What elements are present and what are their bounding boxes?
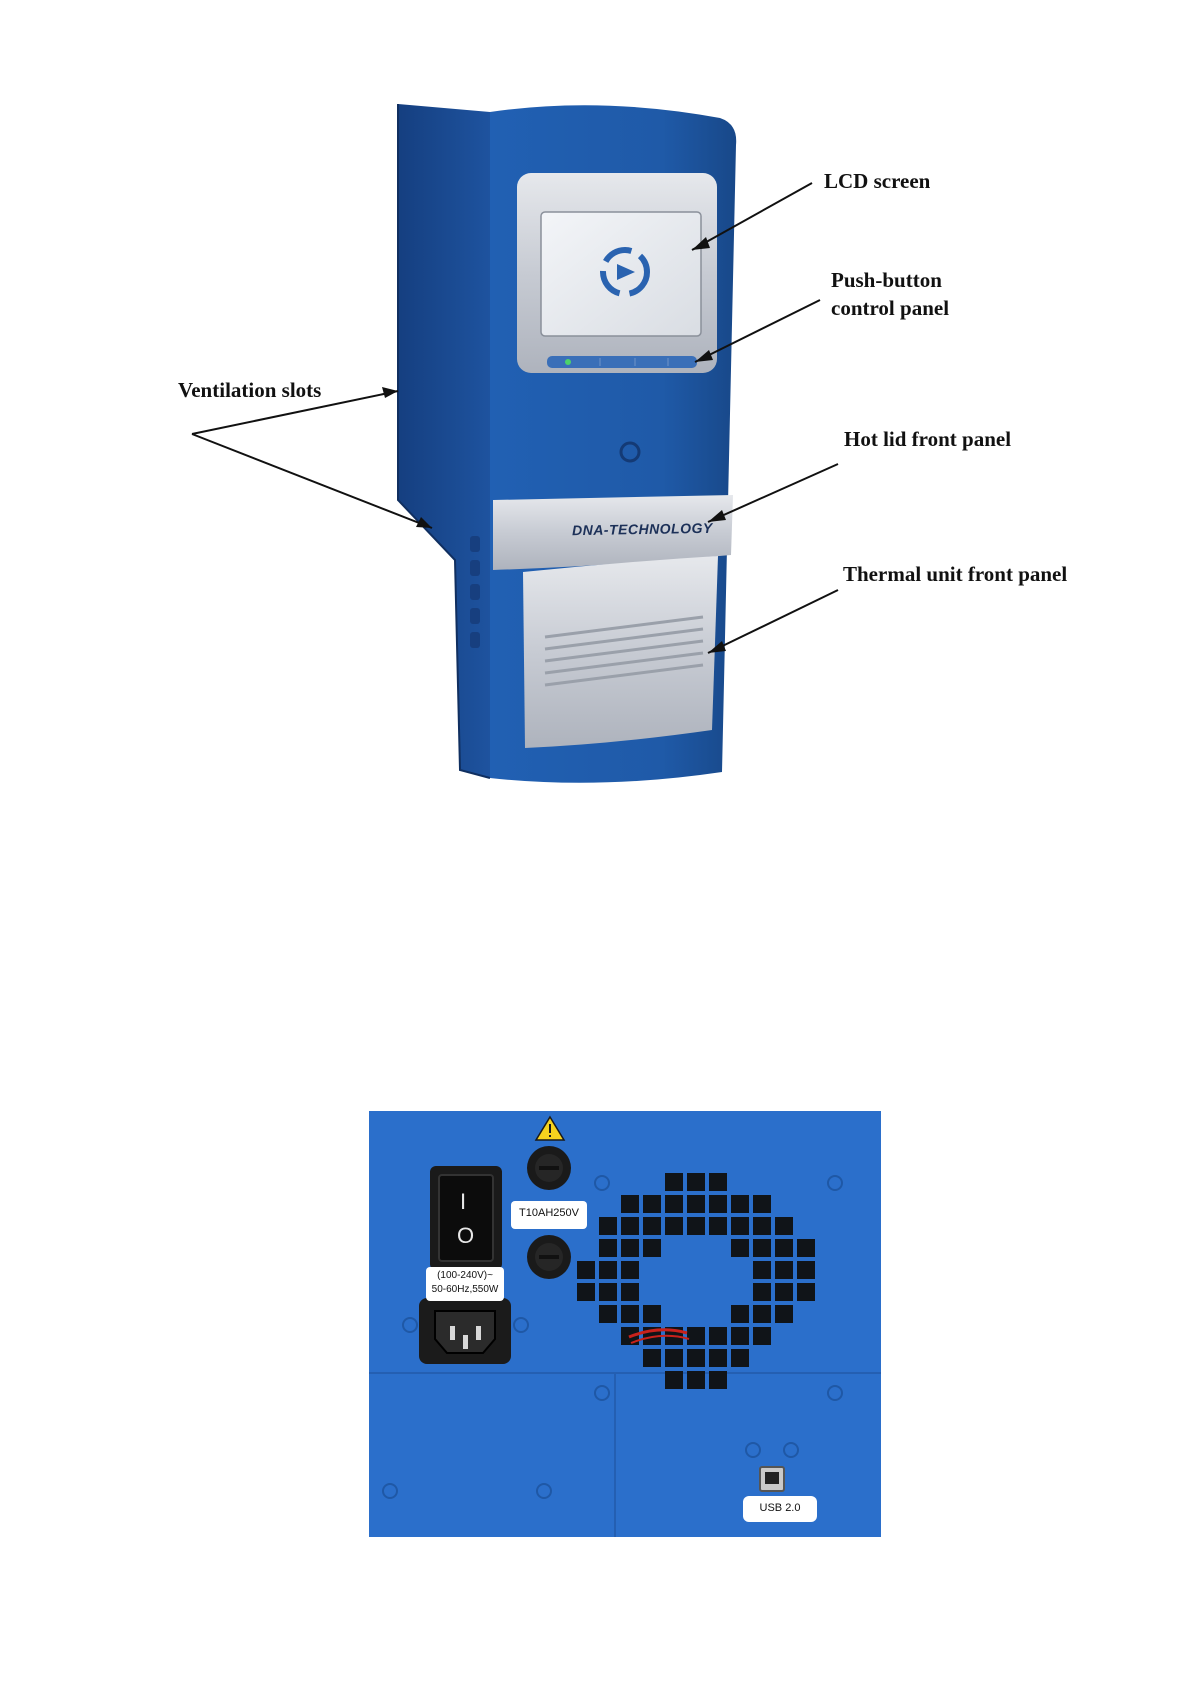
label-ventilation-slots: Ventilation slots bbox=[178, 376, 321, 404]
fuse-rating-label: T10AH250V bbox=[511, 1207, 587, 1219]
fan-grille-icon bbox=[577, 1173, 815, 1389]
label-push-button-line1: Push-button bbox=[831, 266, 942, 294]
device-side-wall bbox=[398, 104, 490, 778]
fuse-holder-top bbox=[527, 1146, 571, 1190]
power-rating-line1: (100-240V)~ bbox=[426, 1270, 504, 1281]
label-push-button-line2: control panel bbox=[831, 294, 949, 322]
brand-logo: DNA-TECHNOLOGY bbox=[572, 520, 713, 538]
rear-panel-art bbox=[369, 1111, 881, 1537]
usb-label: USB 2.0 bbox=[743, 1502, 817, 1514]
label-thermal-unit: Thermal unit front panel bbox=[843, 560, 1067, 588]
power-rating-line2: 50-60Hz,550W bbox=[426, 1284, 504, 1295]
switch-on-mark: I bbox=[460, 1189, 466, 1215]
label-lcd-screen: LCD screen bbox=[824, 167, 930, 195]
fuse-holder-bottom bbox=[527, 1235, 571, 1279]
warning-icon bbox=[536, 1117, 564, 1140]
switch-off-mark: O bbox=[457, 1223, 474, 1249]
usb-port-icon bbox=[760, 1467, 784, 1491]
rear-panel: I O T10AH250V (100-240V)~ 50-60Hz,550W U… bbox=[369, 1111, 881, 1537]
label-hot-lid: Hot lid front panel bbox=[844, 425, 1011, 453]
